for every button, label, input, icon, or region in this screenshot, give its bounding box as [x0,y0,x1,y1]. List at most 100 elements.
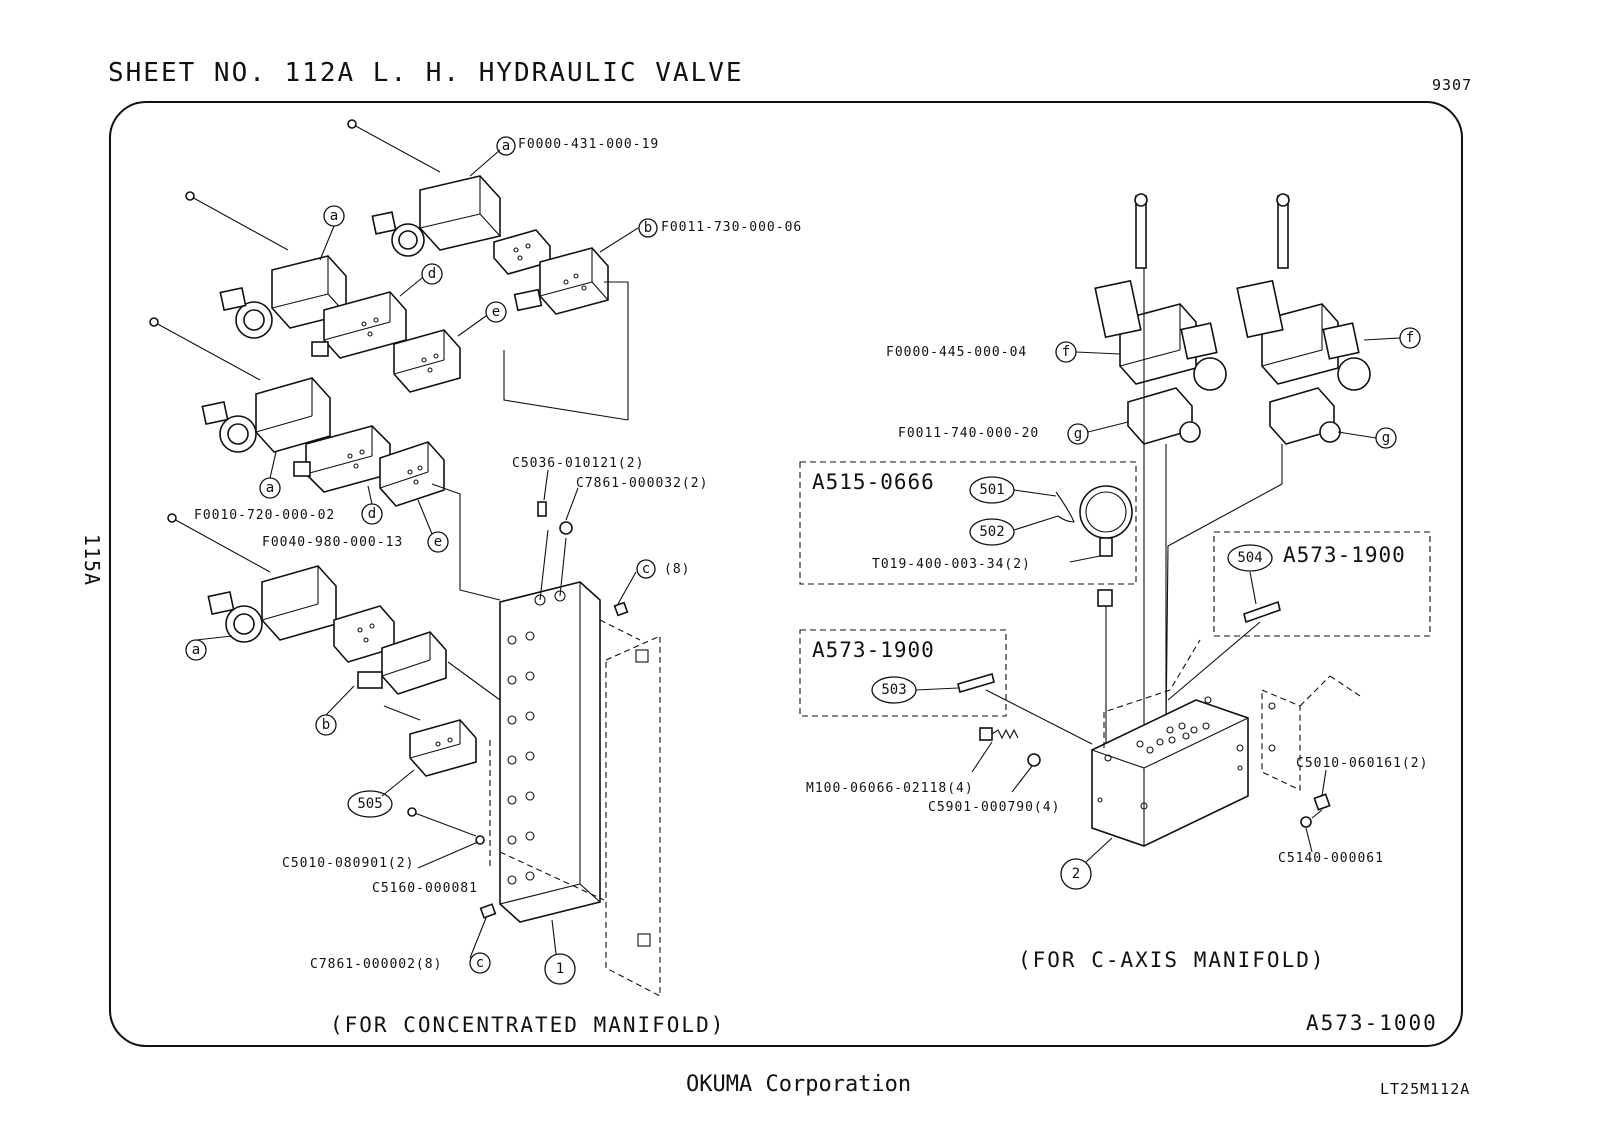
label-c5901: C5901-000790(4) [928,800,1061,815]
callout-1: 1 [544,953,576,985]
callout-502-text: 502 [979,524,1004,540]
callout-g-left: g [1067,423,1089,445]
plug-and-ball [979,727,1041,767]
left-solenoid-valve-2 [185,191,347,339]
manifold-cover-plate [599,619,661,997]
left-valve-e-lower [379,441,501,601]
label-c5010-060161: C5010-060161(2) [1296,756,1429,771]
nameplate-503 [957,672,995,694]
callout-g-right: g [1375,427,1397,449]
callout-e-1: e [485,301,507,323]
callout-c-bottom-text: c [476,955,484,971]
left-valve-b-lower [357,631,501,701]
callout-a-2-text: a [330,208,338,224]
label-m100: M100-06066-02118(4) [806,781,974,796]
label-c7861-02: C7861-000002(8) [310,957,443,972]
callout-1-text: 1 [556,961,564,977]
callout-501: 501 [969,476,1015,504]
assembly-number: A573-1000 [1306,1011,1438,1035]
callout-a-top-text: a [502,138,510,154]
callout-a-3-text: a [266,480,274,496]
drawing-frame [109,101,1463,1047]
plate-503-box [799,629,1007,717]
callout-503-text: 503 [881,682,906,698]
callout-f-left: f [1055,341,1077,363]
callout-f-left-text: f [1062,344,1070,360]
left-valve-e-upper [393,329,629,421]
callout-501-text: 501 [979,482,1004,498]
left-block-505 [383,705,485,845]
callout-f-right: f [1399,327,1421,349]
label-b-part: F0011-730-000-06 [661,220,803,235]
bolt-and-washer-right [1300,793,1331,828]
callout-c-bottom: c [469,952,491,974]
callout-a-3: a [259,477,281,499]
callout-504-text: 504 [1237,550,1262,566]
callout-e-2-text: e [434,534,442,550]
callout-c-top-text: c [642,561,650,577]
c-axis-manifold-block [1091,639,1249,847]
callout-d-2-text: d [368,506,376,522]
label-d-part: F0010-720-000-02 [194,508,336,523]
callout-503: 503 [871,676,917,704]
label-f-part: F0000-445-000-04 [886,345,1028,360]
callout-2-text: 2 [1072,866,1080,882]
label-box-503: A573-1900 [812,638,935,662]
label-c5140: C5140-000061 [1278,851,1384,866]
callout-a-4: a [185,639,207,661]
label-c5036: C5036-010121(2) [512,456,645,471]
callout-e-2: e [427,531,449,553]
page-title: SHEET NO. 112A L. H. HYDRAULIC VALVE [108,58,744,88]
callout-e-1-text: e [492,304,500,320]
label-box-504: A573-1900 [1283,543,1406,567]
label-gauge-box: A515-0666 [812,470,935,494]
label-t019: T019-400-003-34(2) [872,557,1031,572]
callout-2: 2 [1060,858,1092,890]
callout-505-text: 505 [357,796,382,812]
bolt [351,123,441,173]
label-c-qty: (8) [664,562,691,577]
callout-504: 504 [1227,544,1273,572]
right-caption: (FOR C-AXIS MANIFOLD) [1018,948,1326,972]
right-solenoid-valve-1 [1094,193,1227,744]
left-valve-b [513,247,629,420]
callout-b-2: b [315,714,337,736]
callout-b-top-text: b [644,220,652,236]
left-subplate-mid [333,605,395,663]
concentrated-manifold-block [479,501,629,923]
pressure-gauge [1055,485,1133,744]
callout-d-1-text: d [428,266,436,282]
callout-d-1: d [421,263,443,285]
left-caption: (FOR CONCENTRATED MANIFOLD) [330,1013,726,1037]
label-g-part: F0011-740-000-20 [898,426,1040,441]
callout-b-2-text: b [322,717,330,733]
right-solenoid-valve-2 [1165,193,1371,731]
left-valve-d-upper [311,291,407,359]
gauge-kit-box [799,461,1137,585]
callout-502: 502 [969,518,1015,546]
left-solenoid-valve-3 [149,317,331,453]
company-name: OKUMA Corporation [686,1072,912,1097]
callout-a-top: a [496,136,516,156]
sheet-code: 9307 [1432,76,1473,94]
left-solenoid-valve-4 [167,513,337,643]
callout-b-top: b [638,218,658,238]
right-cover-plate [1261,675,1361,791]
label-c7861-32: C7861-000032(2) [576,476,709,491]
callout-a-2: a [323,205,345,227]
callout-f-right-text: f [1406,330,1414,346]
callout-g-left-text: g [1074,426,1082,442]
label-e-part: F0040-980-000-13 [262,535,404,550]
callout-d-2: d [361,503,383,525]
nameplate-504 [1243,600,1281,624]
label-c5160: C5160-000081 [372,881,478,896]
left-solenoid-valve-top [347,119,501,257]
callout-a-4-text: a [192,642,200,658]
callout-g-right-text: g [1382,430,1390,446]
drawing-number: LT25M112A [1380,1080,1471,1098]
callout-c-top: c [636,559,656,579]
label-a-part: F0000-431-000-19 [518,137,660,152]
callout-505: 505 [347,790,393,818]
label-c5010-080901: C5010-080901(2) [282,856,415,871]
